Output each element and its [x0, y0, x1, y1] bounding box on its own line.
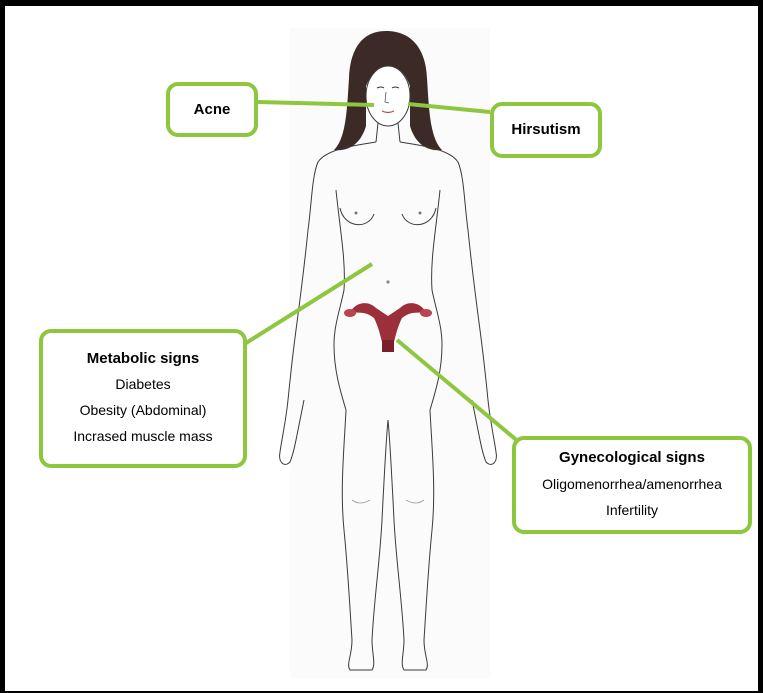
navel — [386, 280, 389, 283]
metabolic-signs-callout: Metabolic signs Diabetes Obesity (Abdomi… — [39, 329, 247, 468]
acne-label: Acne — [194, 100, 231, 120]
left-nipple — [355, 212, 358, 215]
metabolic-item-obesity: Obesity (Abdominal) — [80, 397, 207, 423]
metabolic-item-diabetes: Diabetes — [115, 371, 170, 397]
gynecological-signs-callout: Gynecological signs Oligomenorrhea/ameno… — [512, 436, 752, 534]
gynecological-item-oligomenorrhea: Oligomenorrhea/amenorrhea — [542, 471, 722, 497]
acne-callout: Acne — [166, 82, 258, 137]
face — [366, 66, 410, 126]
metabolic-signs-title: Metabolic signs — [87, 349, 200, 369]
gynecological-item-infertility: Infertility — [606, 497, 658, 523]
gynecological-signs-title: Gynecological signs — [559, 448, 705, 468]
right-nipple — [419, 212, 422, 215]
hirsutism-label: Hirsutism — [511, 120, 580, 140]
hirsutism-callout: Hirsutism — [490, 102, 602, 158]
metabolic-item-muscle-mass: Incrased muscle mass — [73, 423, 212, 449]
